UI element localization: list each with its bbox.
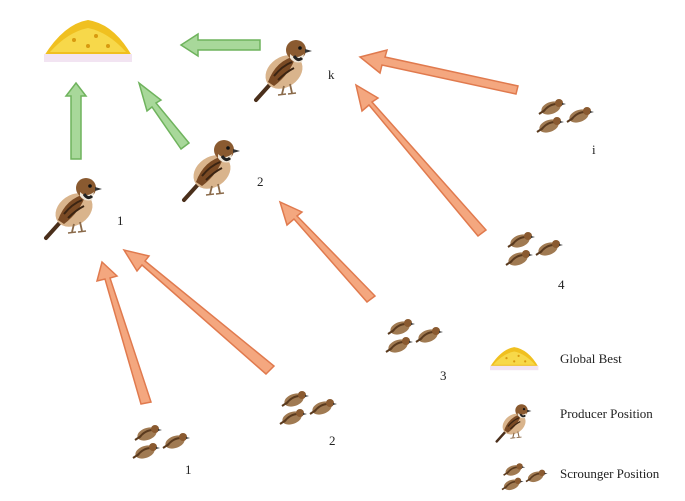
orange-arrow-1-to-1 bbox=[95, 260, 152, 405]
producer-2-sparrow-icon bbox=[182, 138, 242, 202]
green-arrow-k-to-best bbox=[179, 32, 261, 58]
legend-global-best-label: Global Best bbox=[560, 351, 622, 366]
orange-arrow-4-to-k bbox=[354, 83, 488, 238]
label-scrounger-2: 2 bbox=[329, 433, 336, 448]
legend-scrounger-icon bbox=[502, 463, 548, 492]
legend-producer-icon bbox=[495, 402, 533, 443]
legend-global-best-icon bbox=[490, 347, 539, 371]
scrounger-2-flock-icon bbox=[280, 391, 337, 427]
orange-arrow-i-to-k bbox=[358, 48, 519, 95]
label-scrounger-4: 4 bbox=[558, 277, 565, 292]
producer-k-sparrow-icon bbox=[254, 38, 314, 102]
scrounger-i-flock-icon bbox=[537, 99, 594, 135]
label-producer-k: k bbox=[328, 67, 335, 82]
green-arrow-2-to-best bbox=[137, 81, 191, 151]
green-arrow-1-to-best bbox=[64, 81, 88, 160]
scrounger-1-flock-icon bbox=[133, 425, 190, 461]
label-scrounger-i: i bbox=[592, 142, 596, 157]
label-producer-2: 2 bbox=[257, 174, 264, 189]
orange-arrow-3-to-2 bbox=[278, 200, 377, 304]
label-scrounger-3: 3 bbox=[440, 368, 447, 383]
label-scrounger-1: 1 bbox=[185, 462, 192, 477]
green-arrows bbox=[64, 32, 261, 160]
orange-arrow-2-to-1 bbox=[122, 248, 276, 376]
orange-arrows bbox=[95, 48, 519, 405]
legend-scrounger-label: Scrounger Position bbox=[560, 466, 660, 481]
scrounger-3-flock-icon bbox=[386, 319, 443, 355]
scrounger-4-flock-icon bbox=[506, 232, 563, 268]
label-producer-1: 1 bbox=[117, 213, 124, 228]
legend-producer-label: Producer Position bbox=[560, 406, 653, 421]
producer-1-sparrow-icon bbox=[44, 176, 104, 240]
global-best-food-icon bbox=[44, 20, 132, 62]
